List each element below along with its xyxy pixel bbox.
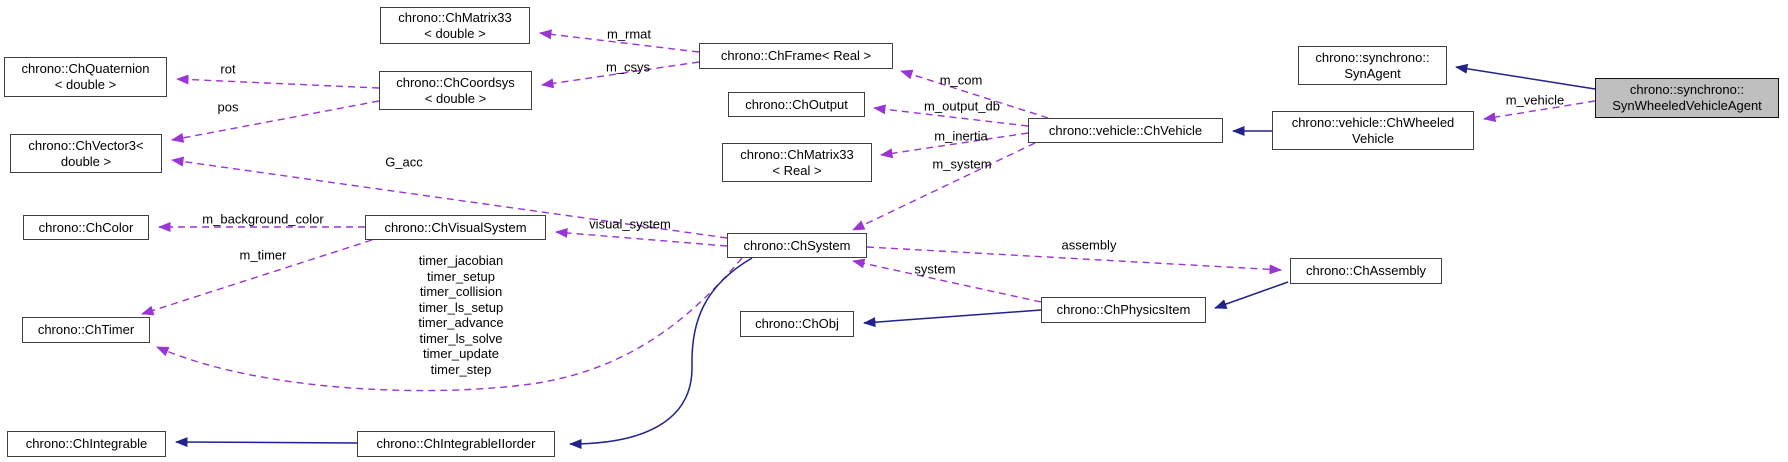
edge-m-timer bbox=[141, 239, 373, 316]
edge-rot bbox=[176, 74, 380, 89]
node-chobj[interactable]: chrono::ChObj bbox=[740, 311, 854, 337]
node-chquaternion-double[interactable]: chrono::ChQuaternion < double > bbox=[4, 57, 167, 97]
edge-inherit-chobj bbox=[863, 309, 1042, 328]
node-chcoordsys-double[interactable]: chrono::ChCoordsys < double > bbox=[379, 71, 532, 110]
edge-inherit-chintegrable bbox=[175, 437, 358, 448]
edge-visual-system bbox=[555, 227, 728, 247]
edge-label-m-system: m_system bbox=[932, 156, 992, 172]
edge-label-m-timer: m_timer bbox=[239, 247, 287, 263]
node-chintegrableiiorder[interactable]: chrono::ChIntegrableIIorder bbox=[357, 431, 555, 457]
edge-label-m-inertia: m_inertia bbox=[934, 128, 988, 144]
edge-label-assembly: assembly bbox=[1061, 237, 1117, 253]
edge-system bbox=[852, 258, 1042, 303]
node-chwheeledvehicle[interactable]: chrono::vehicle::ChWheeled Vehicle bbox=[1272, 111, 1474, 150]
node-chintegrable[interactable]: chrono::ChIntegrable bbox=[7, 431, 166, 457]
edge-m-inertia bbox=[880, 132, 1029, 159]
edge-m-com bbox=[900, 69, 1049, 119]
node-chcolor[interactable]: chrono::ChColor bbox=[23, 215, 149, 240]
edge-inherit-chphysicsitem bbox=[1214, 281, 1289, 309]
node-chphysicsitem[interactable]: chrono::ChPhysicsItem bbox=[1041, 297, 1206, 323]
edge-inherit-chintegrableiiorder bbox=[569, 257, 753, 449]
edge-pos bbox=[171, 100, 380, 143]
edge-label-rot: rot bbox=[220, 61, 236, 77]
node-chframe-real[interactable]: chrono::ChFrame< Real > bbox=[699, 43, 893, 69]
edge-m-rmat bbox=[539, 29, 700, 53]
edge-m-csys bbox=[541, 61, 700, 89]
edge-label-pos: pos bbox=[217, 99, 239, 115]
node-choutput[interactable]: chrono::ChOutput bbox=[728, 92, 865, 117]
edge-label-m-output-db: m_output_db bbox=[924, 98, 1000, 114]
edge-label-system: system bbox=[914, 261, 956, 277]
edge-assembly bbox=[866, 246, 1282, 275]
edge-g-acc bbox=[171, 156, 728, 239]
node-chtimer[interactable]: chrono::ChTimer bbox=[22, 317, 150, 343]
node-chsystem[interactable]: chrono::ChSystem bbox=[727, 233, 867, 258]
node-chvisualsystem[interactable]: chrono::ChVisualSystem bbox=[365, 215, 546, 240]
node-synagent[interactable]: chrono::synchrono:: SynAgent bbox=[1298, 46, 1447, 85]
edge-m-system bbox=[852, 142, 1036, 231]
edge-label-m-vehicle: m_vehicle bbox=[1505, 92, 1565, 108]
edge-inherit-synagent bbox=[1455, 63, 1596, 90]
node-chassembly[interactable]: chrono::ChAssembly bbox=[1290, 258, 1442, 284]
node-chmatrix33-double[interactable]: chrono::ChMatrix33 < double > bbox=[380, 7, 530, 44]
edge-label-visual-system: visual_system bbox=[589, 216, 671, 232]
node-chvector3-double[interactable]: chrono::ChVector3< double > bbox=[10, 134, 162, 173]
edge-label-g-acc: G_acc bbox=[385, 154, 423, 170]
edge-timer-group bbox=[156, 257, 743, 392]
node-chmatrix33-real[interactable]: chrono::ChMatrix33 < Real > bbox=[722, 143, 872, 182]
edge-m-vehicle bbox=[1483, 100, 1596, 123]
edge-label-m-csys: m_csys bbox=[605, 59, 651, 75]
node-chvehicle[interactable]: chrono::vehicle::ChVehicle bbox=[1028, 118, 1223, 143]
edge-label-m-background-color: m_background_color bbox=[202, 211, 324, 227]
edge-label-m-rmat: m_rmat bbox=[606, 26, 652, 42]
edge-label-m-com: m_com bbox=[939, 72, 983, 88]
edge-m-output-db bbox=[873, 104, 1029, 127]
edge-label-timer-group: timer_jacobian timer_setup timer_collisi… bbox=[418, 253, 504, 377]
node-synwheeledvehicleagent[interactable]: chrono::synchrono:: SynWheeledVehicleAge… bbox=[1595, 78, 1779, 118]
